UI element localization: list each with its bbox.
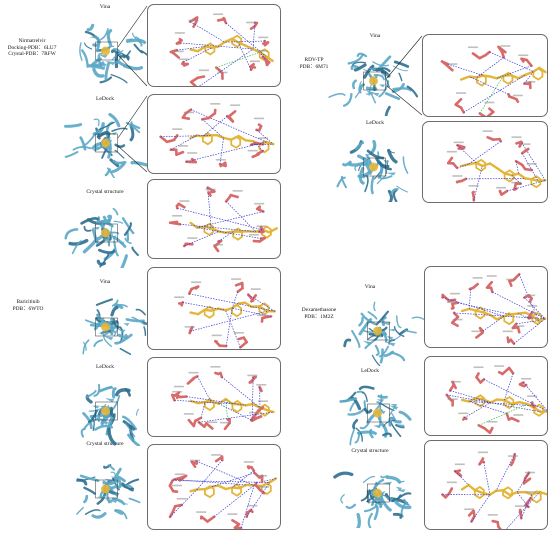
row-label-crystal: Crystal structure bbox=[86, 441, 124, 447]
ribbon-cartoon bbox=[328, 52, 419, 116]
row-label-ledock: LeDock bbox=[95, 96, 115, 102]
nirmatrelvir-caption: Nirmatrelvir Docking-PDB：6LU7 Crystal-PD… bbox=[2, 38, 62, 58]
rdv-tp-caption: RDV-TP PDB：6M71 bbox=[284, 57, 344, 70]
protein-structure-image bbox=[60, 292, 155, 362]
dexamethasone-caption: Dexamethasone PDB：1M2Z bbox=[290, 307, 348, 320]
protein-structure-image bbox=[60, 454, 155, 524]
protein-structure-image bbox=[332, 378, 427, 448]
binding-site-render bbox=[441, 272, 547, 345]
binding-site-render bbox=[174, 278, 277, 349]
ribbon-cartoon bbox=[336, 139, 409, 202]
pdb-line: Docking-PDB：6LU7 bbox=[7, 44, 57, 51]
protein-structure-image bbox=[332, 458, 427, 528]
drug-name: Nirmatrelvir bbox=[18, 38, 46, 44]
row-label-crystal: Crystal structure bbox=[351, 448, 389, 454]
ribbon-cartoon bbox=[76, 464, 141, 520]
drug-name: RDV-TP bbox=[304, 57, 324, 63]
row-label-vina: Vina bbox=[364, 284, 376, 290]
binding-site-render bbox=[440, 45, 547, 116]
interaction-panel bbox=[422, 121, 548, 203]
interaction-panel bbox=[147, 357, 281, 437]
ribbon-cartoon bbox=[64, 207, 139, 268]
row-label-vina: Vina bbox=[99, 279, 111, 285]
drug-name: Dexamethasone bbox=[301, 307, 337, 313]
protein-structure-image bbox=[60, 198, 155, 268]
ribbon-cartoon bbox=[333, 471, 412, 528]
pdb-line: PDB：6WTO bbox=[12, 305, 44, 312]
protein-structure-image bbox=[60, 376, 155, 446]
interaction-panel bbox=[422, 34, 548, 117]
row-label-vina: Vina bbox=[99, 4, 111, 10]
ribbon-cartoon bbox=[339, 385, 412, 446]
protein-structure-image bbox=[60, 108, 155, 178]
ribbon-cartoon bbox=[64, 112, 151, 178]
interaction-panel bbox=[424, 440, 548, 530]
interaction-panel bbox=[424, 266, 548, 348]
binding-site-render bbox=[159, 103, 275, 168]
row-label-ledock: LeDock bbox=[365, 120, 385, 126]
row-label-ledock: LeDock bbox=[360, 368, 380, 374]
ribbon-cartoon bbox=[79, 23, 150, 84]
ribbon-cartoon bbox=[343, 301, 427, 366]
protein-structure-image bbox=[332, 296, 427, 366]
ribbon-cartoon bbox=[80, 383, 141, 446]
binding-site-render bbox=[445, 365, 547, 435]
pdb-line: Crystal-PDB：7RFW bbox=[8, 51, 56, 58]
interaction-panel bbox=[147, 94, 281, 174]
binding-site-render bbox=[441, 451, 547, 529]
ribbon-cartoon bbox=[82, 298, 155, 355]
row-label-crystal: Crystal structure bbox=[86, 189, 124, 195]
drug-name: Baricitinib bbox=[16, 299, 40, 305]
binding-site-render bbox=[168, 454, 278, 529]
pdb-line: PDB：6M71 bbox=[299, 63, 329, 70]
binding-site-render bbox=[168, 186, 278, 253]
binding-site-render bbox=[169, 13, 274, 86]
binding-site-render bbox=[171, 366, 275, 431]
protein-structure-image bbox=[328, 132, 423, 202]
protein-structure-image bbox=[328, 46, 423, 116]
row-label-vina: Vina bbox=[369, 33, 381, 39]
interaction-panel bbox=[147, 4, 281, 87]
protein-structure-image bbox=[60, 16, 155, 86]
interaction-panel bbox=[147, 267, 281, 350]
interaction-panel bbox=[424, 356, 548, 436]
interaction-panel bbox=[147, 179, 281, 259]
pdb-line: PDB：1M2Z bbox=[304, 313, 334, 320]
row-label-ledock: LeDock bbox=[95, 364, 115, 370]
binding-site-render bbox=[446, 130, 547, 202]
interaction-panel bbox=[147, 444, 281, 530]
baricitinib-caption: Baricitinib PDB：6WTO bbox=[2, 299, 54, 312]
